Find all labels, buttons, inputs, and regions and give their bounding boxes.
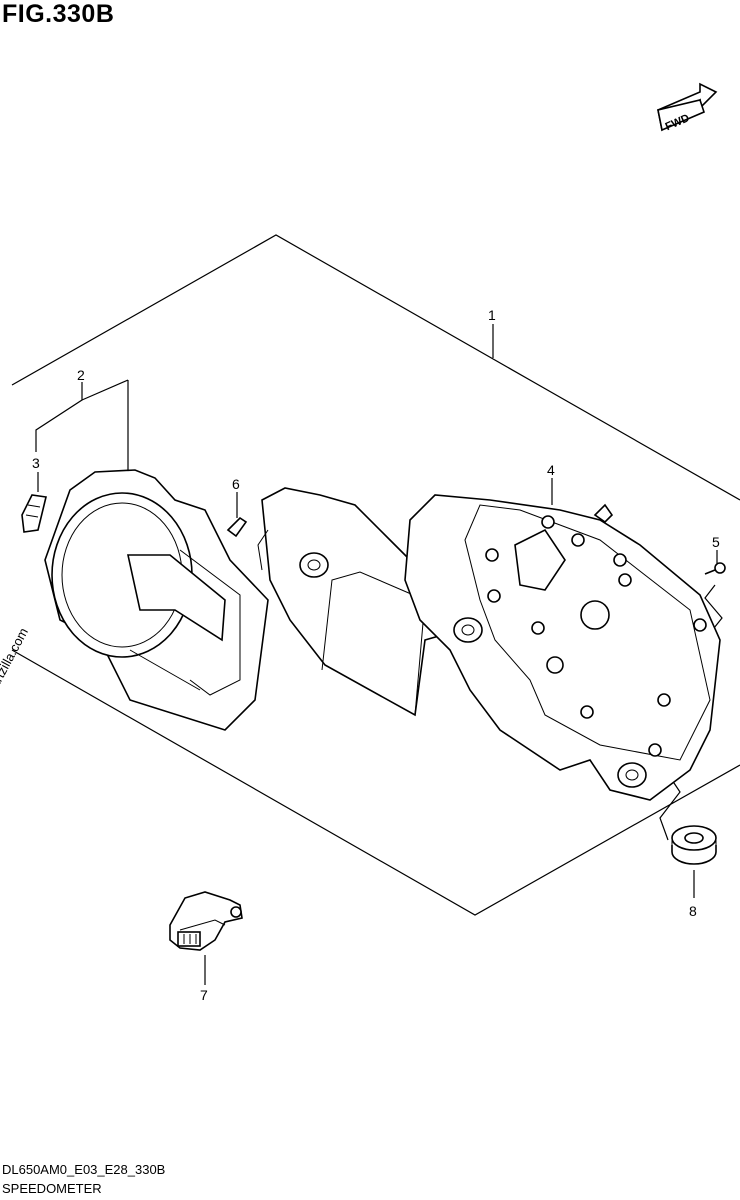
assembly-outline [11,234,740,501]
leader-5b [704,584,723,629]
leader-8b [659,779,681,841]
part-8-grommet [671,825,717,865]
part-4-rear-case [404,494,721,801]
part-2-front-cover [44,469,269,731]
assembly-outline-lower [11,649,740,916]
part-7-connector [169,891,243,951]
callout-6: 6 [232,476,240,492]
case-bosses [485,515,707,757]
fwd-arrow-icon: FWD [657,82,718,133]
dial-plate [257,487,461,717]
part-6-pin [226,516,248,538]
callout-1: 1 [488,307,496,323]
part-5-screw [704,562,726,575]
diagram-name: SPEEDOMETER [2,1181,102,1196]
leader-2c [81,379,129,401]
part-3-clip [21,494,47,533]
callout-5: 5 [712,534,720,550]
figure-title: FIG.330B [2,0,115,28]
callout-2: 2 [77,367,85,383]
diagram-code: DL650AM0_E03_E28_330B [2,1162,166,1177]
callout-7: 7 [200,987,208,1003]
leader-2b [35,382,83,452]
callout-4: 4 [547,462,555,478]
callout-8: 8 [689,903,697,919]
callout-3: 3 [32,455,40,471]
